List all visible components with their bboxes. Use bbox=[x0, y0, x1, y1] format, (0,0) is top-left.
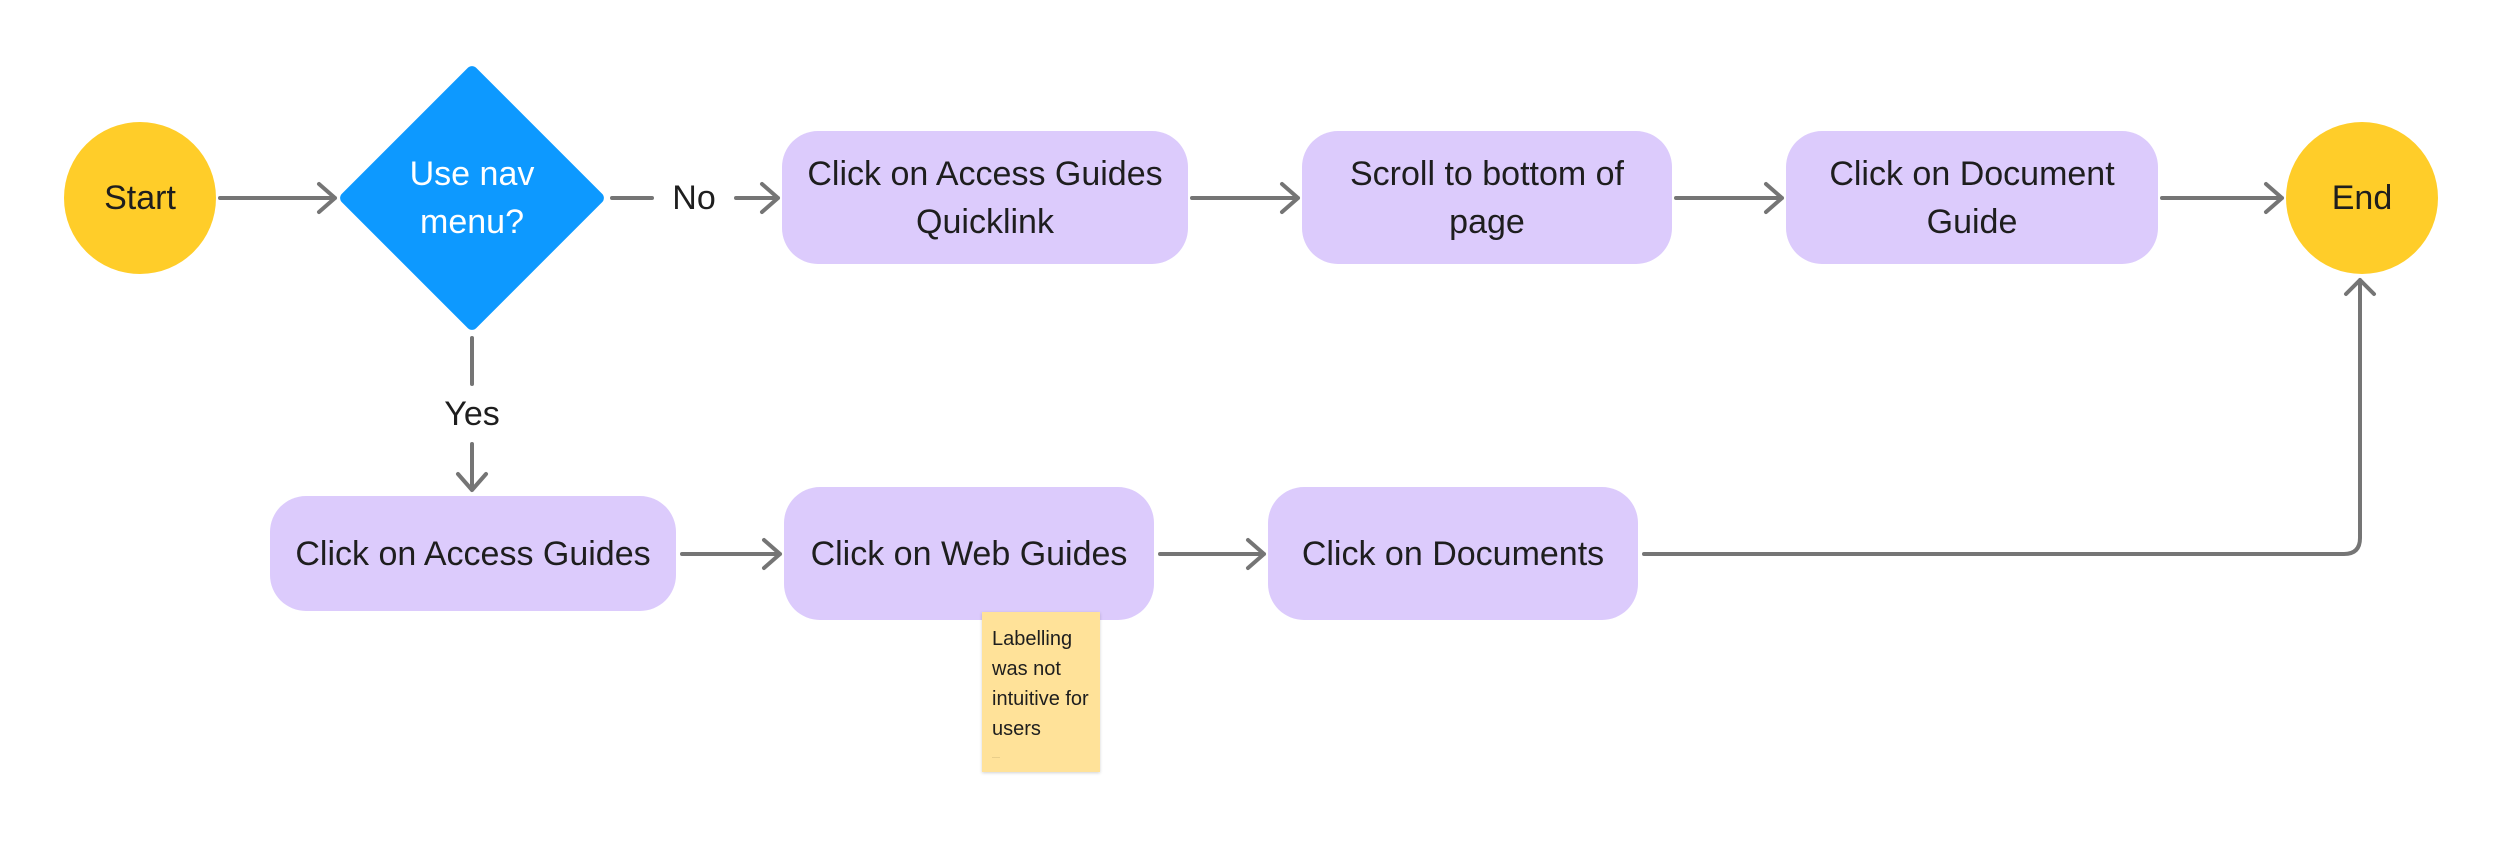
process-node-document-guide-label: Click on Document Guide bbox=[1829, 154, 2115, 241]
sticky-note[interactable]: Labelling was not intuitive for users ··… bbox=[982, 612, 1100, 772]
connector-documents-to-end bbox=[1642, 278, 2376, 556]
process-node-document-guide[interactable]: Click on Document Guide bbox=[1786, 131, 2158, 264]
connector-webguides-to-documents bbox=[1158, 538, 1266, 570]
end-node-label: End bbox=[2331, 179, 2393, 217]
decision-node-label: Use nav menu? bbox=[409, 155, 535, 241]
sticky-note-author-mark: ···· bbox=[992, 755, 1000, 761]
process-node-scroll-bottom-label: Scroll to bottom of page bbox=[1349, 154, 1624, 241]
sticky-note-text: Labelling was not intuitive for users bbox=[992, 628, 1089, 740]
process-node-access-guides-label: Click on Access Guides bbox=[295, 534, 651, 573]
process-node-access-guides[interactable]: Click on Access Guides bbox=[270, 496, 676, 611]
connector-accessguides-to-webguides bbox=[680, 538, 782, 570]
start-node[interactable]: Start bbox=[64, 122, 216, 274]
process-node-documents[interactable]: Click on Documents bbox=[1268, 487, 1638, 620]
decision-node[interactable]: Use nav menu? bbox=[337, 63, 607, 333]
process-node-web-guides-label: Click on Web Guides bbox=[810, 534, 1128, 573]
edge-label-no: No bbox=[662, 178, 726, 218]
connector-scroll-to-docguide bbox=[1674, 182, 1784, 214]
process-node-access-quicklink[interactable]: Click on Access Guides Quicklink bbox=[782, 131, 1188, 264]
process-node-scroll-bottom[interactable]: Scroll to bottom of page bbox=[1302, 131, 1672, 264]
connector-yes-to-accessguides bbox=[456, 442, 488, 492]
process-node-web-guides[interactable]: Click on Web Guides bbox=[784, 487, 1154, 620]
edge-label-yes: Yes bbox=[432, 394, 512, 434]
process-node-documents-label: Click on Documents bbox=[1301, 534, 1605, 573]
end-node[interactable]: End bbox=[2286, 122, 2438, 274]
start-node-label: Start bbox=[104, 179, 176, 217]
connector-docguide-to-end bbox=[2160, 182, 2284, 214]
connector-quicklink-to-scroll bbox=[1190, 182, 1300, 214]
process-node-access-quicklink-label: Click on Access Guides Quicklink bbox=[807, 154, 1163, 241]
connector-start-to-decision bbox=[218, 182, 337, 214]
connector-no-to-quicklink bbox=[734, 182, 780, 214]
